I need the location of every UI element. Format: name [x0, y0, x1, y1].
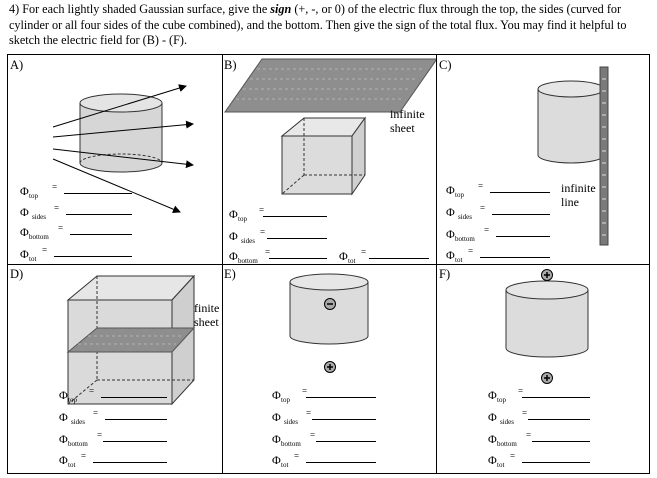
- cylinder-with-charges-figure: [289, 273, 369, 345]
- answer-blank[interactable]: [105, 419, 167, 420]
- panel-b-label: B): [224, 58, 237, 72]
- positive-charge-icon: [324, 361, 336, 373]
- answer-blank[interactable]: [490, 192, 550, 193]
- answer-blank[interactable]: [64, 193, 132, 194]
- answer-blank[interactable]: [480, 257, 550, 258]
- answer-blank[interactable]: [101, 397, 167, 398]
- answer-blank[interactable]: [522, 397, 590, 398]
- negative-charge-icon: [324, 298, 336, 310]
- answer-blank[interactable]: [269, 258, 327, 259]
- answer-blank[interactable]: [103, 441, 167, 442]
- answer-blank[interactable]: [496, 236, 550, 237]
- answer-blank[interactable]: [369, 258, 429, 259]
- answer-blank[interactable]: [267, 238, 327, 239]
- finite-sheet-cube-figure: [66, 274, 196, 406]
- answer-blank[interactable]: [312, 419, 376, 420]
- panel-a-label: A): [10, 58, 24, 72]
- answer-blank[interactable]: [93, 462, 167, 463]
- answer-blank[interactable]: [492, 214, 550, 215]
- panel-f-label: F): [439, 267, 451, 281]
- panel-d-label: D): [10, 267, 24, 281]
- infinite-sheet-cube-figure: [224, 58, 436, 196]
- answer-blank[interactable]: [528, 419, 590, 420]
- answer-blank[interactable]: [66, 214, 132, 215]
- cylinder-with-charges-figure: [505, 280, 589, 358]
- answer-blank[interactable]: [316, 441, 376, 442]
- answer-blank[interactable]: [532, 441, 590, 442]
- answer-blank[interactable]: [306, 397, 376, 398]
- infinite-line-cylinder-figure: [537, 66, 609, 246]
- panel-c-label: C): [439, 58, 452, 72]
- answer-blank[interactable]: [263, 216, 327, 217]
- panel-e-label: E): [224, 267, 236, 281]
- positive-charge-icon: [541, 269, 553, 281]
- positive-charge-icon: [541, 372, 553, 384]
- question-text: 4) For each lightly shaded Gaussian surf…: [9, 2, 627, 47]
- question-emphasis: sign: [270, 2, 292, 16]
- answer-blank[interactable]: [522, 462, 590, 463]
- answer-blank[interactable]: [70, 234, 132, 235]
- answer-blank[interactable]: [306, 462, 376, 463]
- answer-blank[interactable]: [54, 256, 132, 257]
- cylinder-with-field-lines-figure: [52, 84, 194, 213]
- grid-divider: [8, 264, 649, 265]
